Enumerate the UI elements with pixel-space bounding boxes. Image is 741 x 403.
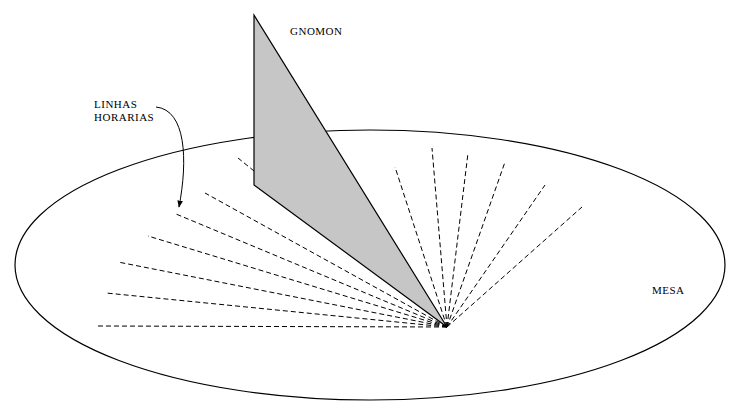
hour-line <box>447 207 582 327</box>
leader-arrow <box>156 107 184 207</box>
gnomon-plate <box>254 15 447 327</box>
hour-line <box>447 185 545 327</box>
hour-lines-label: LINHAS HORARIAS <box>94 98 162 124</box>
gnomon-label: GNOMON <box>290 25 343 38</box>
hour-line <box>432 148 447 327</box>
hour-line <box>98 326 447 327</box>
table-label: MESA <box>652 284 685 297</box>
hour-line <box>106 293 447 327</box>
hour-line <box>447 153 468 327</box>
hour-line <box>447 162 505 327</box>
label-text: LINHAS HORARIAS <box>94 98 154 123</box>
label-text: MESA <box>652 284 685 296</box>
label-text: GNOMON <box>290 25 343 37</box>
